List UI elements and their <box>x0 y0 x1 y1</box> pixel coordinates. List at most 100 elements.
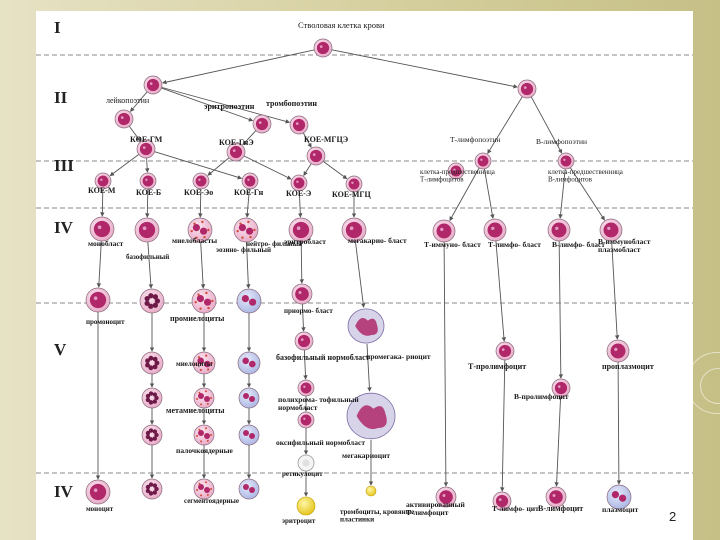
label-pronormoblast: прнормо- бласт <box>284 307 333 315</box>
label-koe-mgc: КОЕ-МГЦ <box>332 190 371 199</box>
label-b-lymphocyte: В-лимфоцит <box>538 504 583 513</box>
cell-neu-bl <box>233 217 259 243</box>
cell-pm-n <box>236 288 262 314</box>
lineage-arrow <box>298 190 303 218</box>
cell-t-imm <box>432 219 456 243</box>
lineage-arrow <box>128 125 141 142</box>
lineage-arrow <box>161 87 254 122</box>
lineage-arrow <box>243 155 292 180</box>
cell-koe-gm <box>136 139 156 159</box>
lineage-arrow <box>130 91 148 112</box>
lineage-arrow <box>154 151 243 180</box>
label-promyelocytes: промиелоциты <box>170 314 225 323</box>
label-erythropoietin: эритропоэтин <box>204 102 255 111</box>
cell-b-prolym <box>551 378 571 398</box>
lineage-arrow <box>569 167 605 221</box>
label-koe-b: КОЕ-Б <box>136 188 161 197</box>
cell-koe-gne <box>226 142 246 162</box>
label-band: палочкоядерные <box>176 446 233 455</box>
lineage-arrow <box>611 240 620 340</box>
cell-b-lym <box>545 486 567 508</box>
cell-pm-e <box>191 288 217 314</box>
lineage-arrows <box>95 49 622 497</box>
label-neutrophilic: нейтро- фильный <box>246 240 302 248</box>
label-t-immunoblast: Т-иммуно- бласт <box>424 240 481 249</box>
cell-seg-b <box>141 478 163 500</box>
stage-numeral: III <box>54 156 74 175</box>
stage-numeral: II <box>54 88 68 107</box>
lineage-arrow <box>558 240 564 379</box>
cell-plasm <box>606 484 632 510</box>
label-koe-e: КОЕ-Э <box>286 189 312 198</box>
lineage-arrow <box>207 157 230 176</box>
cell-koe-b <box>139 172 157 190</box>
cell-thr <box>289 115 309 135</box>
lineage-arrow <box>144 157 150 173</box>
cell-koe-m <box>94 172 112 190</box>
cells <box>85 38 632 516</box>
label-megakaryocyte: мегакариоцит <box>342 451 390 460</box>
cell-t-prec <box>474 152 492 170</box>
lineage-arrow <box>301 303 306 332</box>
cell-labels: Стволовая клетка кровилейкопоэтинэритроп… <box>86 20 654 525</box>
label-myeloblasts: миелобласты <box>172 236 217 245</box>
cell-promono <box>85 287 111 313</box>
cell-promeg <box>347 308 385 344</box>
lineage-arrow <box>303 349 308 380</box>
lineage-arrow <box>302 132 312 148</box>
cell-mm-e <box>193 387 215 409</box>
cell-leuk <box>114 109 134 129</box>
cell-mm-b <box>141 387 163 409</box>
label-t-lymphopoietin: Т-лимфопоэтин <box>450 135 501 144</box>
label-koe-m: КОЕ-М <box>88 186 116 195</box>
cell-erythro <box>296 496 316 516</box>
cell-band-b <box>141 424 163 446</box>
lineage-arrow <box>616 361 622 485</box>
cell-polych <box>297 379 315 397</box>
label-basophilic-normoblast: базофильный нормобласт <box>276 353 370 362</box>
lineage-arrow <box>322 160 348 180</box>
cell-b-lb <box>547 218 571 242</box>
lineage-arrow <box>443 241 449 487</box>
cell-oxy <box>297 411 315 429</box>
label-eosinophilic: эозино- фильный <box>216 246 271 254</box>
label-myelocytes: миелоциты <box>176 360 213 368</box>
stage-numeral: I <box>54 18 61 37</box>
cell-t-lb <box>483 218 507 242</box>
lineage-arrow <box>366 343 372 392</box>
cell-koe-mgc <box>345 175 363 193</box>
cell-my-n <box>237 351 261 375</box>
label-promonocyte: промоноцит <box>86 318 125 326</box>
lineage-arrow <box>100 188 105 217</box>
lineage-arrow <box>162 49 315 85</box>
label-b-lymphopoietin: В-лимфопоэтин <box>536 137 587 146</box>
label-koe-gne: КОЕ-ГнЭ <box>219 138 254 147</box>
cell-retic <box>297 454 315 472</box>
cell-koe-e <box>290 174 308 192</box>
lineage-arrow <box>198 188 203 218</box>
cell-monoblast <box>89 216 115 242</box>
cell-myelo <box>143 75 163 95</box>
label-koe-mgce: КОЕ-МГЦЭ <box>304 135 349 144</box>
lineage-arrow <box>242 130 257 146</box>
cell-b-prec <box>557 152 575 170</box>
cell-eo-bl <box>187 217 213 243</box>
label-stem: Стволовая клетка крови <box>298 20 385 30</box>
cell-pm-b <box>139 288 165 314</box>
page-number: 2 <box>669 509 677 524</box>
cell-lympho <box>517 79 537 99</box>
stage-numeral: IV <box>54 218 74 237</box>
cell-act-t <box>435 486 457 508</box>
cell-koe-eo <box>192 172 210 190</box>
stage-numeral: V <box>54 340 67 359</box>
label-erythrocyte: эритроцит <box>282 517 316 525</box>
cell-platelets <box>365 485 377 497</box>
label-segmented: сегментоядерные <box>184 497 239 505</box>
